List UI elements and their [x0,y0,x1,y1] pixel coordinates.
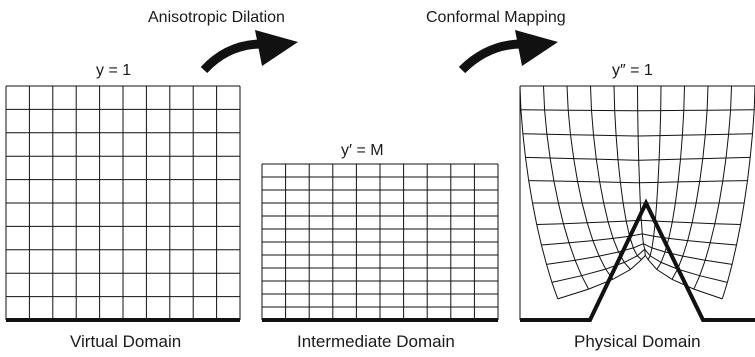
virtual-top-label: y = 1 [96,62,132,79]
virtual-caption: Virtual Domain [70,332,182,351]
conformal-arrow [458,30,558,74]
intermediate-top-label: y′ = M [341,142,384,159]
intermediate-domain-grid [261,163,499,321]
dilation-label: Anisotropic Dilation [148,9,285,26]
dilation-arrow [200,30,298,74]
intermediate-caption: Intermediate Domain [297,332,455,351]
physical-domain-wedge-boundary [520,198,755,322]
physical-top-label: y″ = 1 [612,62,653,79]
conformal-label: Conformal Mapping [426,9,566,26]
physical-caption: Physical Domain [574,332,701,351]
virtual-domain-grid [5,85,241,321]
physical-domain-mesh [519,85,755,320]
